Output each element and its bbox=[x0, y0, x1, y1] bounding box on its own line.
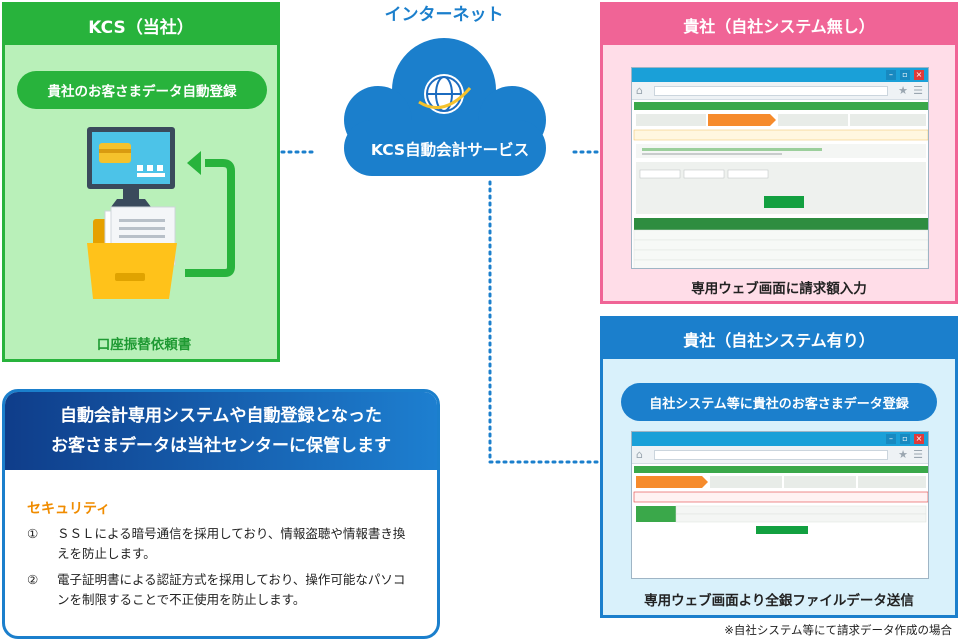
monitor-icon bbox=[87, 127, 175, 207]
security-header-line-2: お客さまデータは当社センターに保管します bbox=[51, 436, 391, 456]
security-header-line-1: 自動会計専用システムや自動登録となった bbox=[60, 406, 382, 426]
cloud-shape bbox=[344, 38, 546, 176]
star-icon: ★ bbox=[898, 84, 908, 97]
security-title: セキュリティ bbox=[27, 501, 111, 517]
connector-cloud-blue bbox=[488, 180, 600, 464]
home-icon: ⌂ bbox=[636, 448, 643, 461]
close-icon: × bbox=[914, 434, 924, 444]
kcs-caption: 口座振替依頼書 bbox=[96, 337, 192, 353]
kcs-service-label: KCS自動会計サービス bbox=[370, 141, 530, 159]
web-input-screen: – ▫ × ⌂ ★ ☰ bbox=[631, 67, 929, 269]
menu-icon: ☰ bbox=[913, 84, 923, 97]
close-icon: × bbox=[914, 70, 924, 80]
internet-label: インターネット bbox=[384, 5, 504, 25]
kcs-auto-register-pill: 貴社のお客さまデータ自動登録 bbox=[17, 71, 267, 109]
security-panel-header: 自動会計専用システムや自動登録となった お客さまデータは当社センターに保管します bbox=[5, 392, 437, 470]
address-bar bbox=[654, 450, 888, 460]
star-icon: ★ bbox=[898, 448, 908, 461]
web-input-form bbox=[633, 102, 928, 268]
folder-icon bbox=[87, 206, 177, 299]
security-item-text: ＳＳＬによる暗号通信を採用しており、情報盗聴や情報書き換えを防止します。 bbox=[57, 526, 406, 561]
security-item-number: ② bbox=[27, 572, 39, 587]
with-system-caption: 専用ウェブ画面より全銀ファイルデータ送信 bbox=[644, 593, 914, 609]
no-system-panel: 貴社（自社システム無し） – ▫ × ⌂ ★ ☰ bbox=[600, 2, 958, 304]
with-system-register-pill: 自社システム等に貴社のお客さまデータ登録 bbox=[621, 383, 937, 421]
kcs-panel: KCS（当社） 貴社のお客さまデータ自動登録 bbox=[2, 2, 280, 362]
web-upload-form bbox=[633, 466, 928, 534]
security-item-number: ① bbox=[27, 526, 39, 541]
security-panel: 自動会計専用システムや自動登録となった お客さまデータは当社センターに保管します… bbox=[2, 389, 440, 639]
security-item: ② 電子証明書による認証方式を採用しており、操作可能なパソコンを制限することで不正… bbox=[27, 570, 417, 610]
menu-icon: ☰ bbox=[913, 448, 923, 461]
globe-icon bbox=[418, 74, 472, 114]
no-system-panel-title: 貴社（自社システム無し） bbox=[603, 5, 955, 45]
address-bar bbox=[654, 86, 888, 96]
security-item: ① ＳＳＬによる暗号通信を採用しており、情報盗聴や情報書き換えを防止します。 bbox=[27, 524, 417, 564]
maximize-icon: ▫ bbox=[900, 70, 910, 80]
security-item-text: 電子証明書による認証方式を採用しており、操作可能なパソコンを制限することで不正使… bbox=[57, 572, 406, 607]
maximize-icon: ▫ bbox=[900, 434, 910, 444]
kcs-illustration bbox=[87, 127, 235, 299]
home-icon: ⌂ bbox=[636, 84, 643, 97]
with-system-panel-title: 貴社（自社システム有り） bbox=[603, 319, 955, 359]
footnote: ※自社システム等にて請求データ作成の場合 bbox=[724, 623, 952, 637]
web-upload-screen: – ▫ × ⌂ ★ ☰ bbox=[631, 431, 929, 579]
with-system-panel: 貴社（自社システム有り） 自社システム等に貴社のお客さまデータ登録 – ▫ × … bbox=[600, 316, 958, 618]
minimize-icon: – bbox=[886, 70, 896, 80]
no-system-caption: 専用ウェブ画面に請求額入力 bbox=[691, 281, 867, 297]
return-arrow-icon bbox=[185, 159, 235, 277]
minimize-icon: – bbox=[886, 434, 896, 444]
kcs-panel-title: KCS（当社） bbox=[5, 5, 277, 45]
